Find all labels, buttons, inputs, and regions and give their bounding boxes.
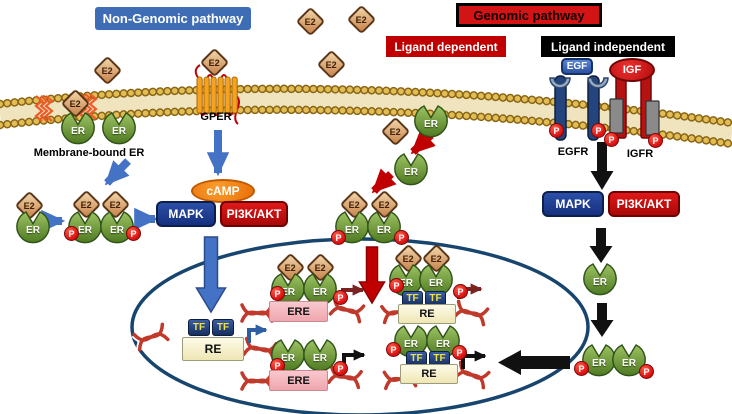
- igf-ligand: IGF: [609, 58, 655, 82]
- er-receptor: ER: [365, 208, 403, 246]
- phospho-badge: P: [64, 226, 79, 241]
- phospho-badge: P: [639, 364, 654, 379]
- phospho-badge: P: [333, 361, 348, 376]
- er-receptor: ER: [610, 341, 648, 379]
- phospho-badge: P: [452, 345, 467, 360]
- er-receptor: ER: [98, 208, 136, 246]
- phospho-badge: P: [386, 342, 401, 357]
- pi3k-akt-box-right: PI3K/AKT: [608, 191, 680, 217]
- er-receptor: ER: [59, 109, 97, 147]
- re-element: RE: [398, 304, 456, 324]
- re-element: RE: [182, 337, 244, 361]
- phospho-badge: P: [333, 290, 348, 305]
- re-element: RE: [400, 364, 458, 384]
- er-receptor: ER: [14, 208, 52, 246]
- tf-box: TF: [212, 319, 234, 336]
- phospho-badge: P: [394, 230, 409, 245]
- phospho-badge: P: [331, 230, 346, 245]
- gper-label: GPER: [200, 111, 232, 123]
- red-arrows: [371, 129, 436, 194]
- phospho-badge: P: [389, 278, 404, 293]
- genomic-pathway-title: Genomic pathway: [456, 3, 602, 27]
- pi3k-akt-box-left: PI3K/AKT: [220, 201, 288, 227]
- camp-messenger: cAMP: [191, 179, 255, 203]
- igfr-label: IGFR: [626, 147, 654, 160]
- egf-ligand: EGF: [561, 58, 593, 75]
- ligand-independent-tag: Ligand independent: [541, 36, 675, 57]
- ligand-dependent-tag: Ligand dependent: [386, 36, 506, 57]
- phospho-badge: P: [270, 286, 285, 301]
- er-receptor: ER: [580, 341, 618, 379]
- er-receptor: ER: [392, 150, 430, 188]
- gper-receptor-icon: [194, 64, 240, 125]
- black-arrows: [498, 142, 614, 375]
- membrane-bound-er-label: Membrane-bound ER: [33, 146, 145, 159]
- non-genomic-pathway-title: Non-Genomic pathway: [95, 7, 251, 30]
- phospho-badge: P: [126, 226, 141, 241]
- mapk-box-left: MAPK: [156, 201, 216, 227]
- red-block-arrow-into-nucleus: [358, 246, 386, 305]
- tf-box: TF: [425, 291, 446, 306]
- phospho-badge: P: [648, 133, 663, 148]
- egfr-label: EGFR: [557, 145, 589, 158]
- ere-element: ERE: [269, 370, 328, 391]
- phospho-badge: P: [574, 361, 589, 376]
- er-receptor: ER: [581, 260, 619, 298]
- phospho-badge: P: [604, 132, 619, 147]
- tf-box: TF: [188, 319, 210, 336]
- er-receptor: ER: [100, 109, 138, 147]
- er-receptor: ER: [412, 102, 450, 140]
- mapk-box-right: MAPK: [542, 191, 604, 217]
- phospho-badge: P: [591, 123, 606, 138]
- ere-element: ERE: [269, 301, 328, 322]
- phospho-badge: P: [270, 358, 285, 373]
- phospho-badge: P: [453, 284, 468, 299]
- phospho-badge: P: [549, 123, 564, 138]
- palmitoylation-zigzag: [34, 93, 98, 122]
- blue-block-arrow-to-re: [195, 236, 227, 314]
